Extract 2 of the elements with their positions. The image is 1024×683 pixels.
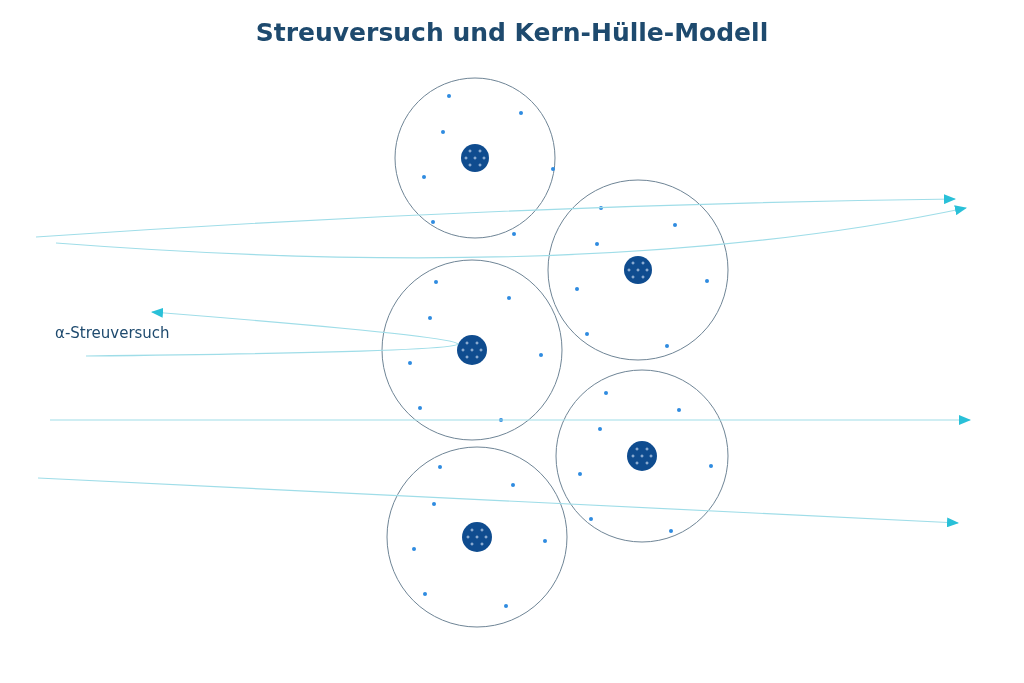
experiment-label: α-Streuversuch — [55, 324, 170, 342]
diagram-title: Streuversuch und Kern-Hülle-Modell — [254, 18, 770, 47]
